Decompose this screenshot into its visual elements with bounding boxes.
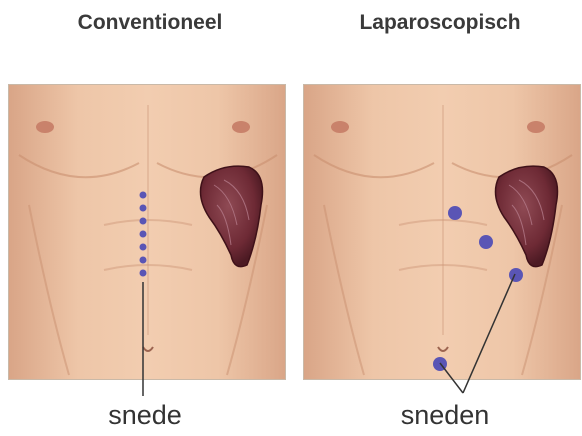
leader-line-sneden-2 [440, 363, 463, 393]
label-sneden: sneden [370, 398, 520, 432]
label-snede: snede [70, 398, 220, 432]
leader-line-sneden-1 [463, 274, 515, 393]
